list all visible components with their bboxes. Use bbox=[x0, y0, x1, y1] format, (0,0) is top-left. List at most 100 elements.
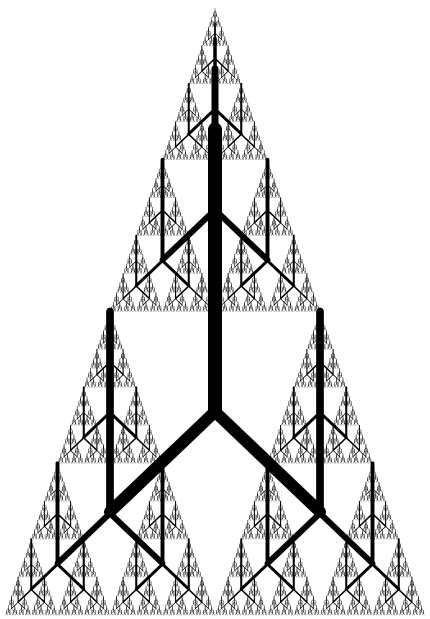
branch-segment bbox=[259, 309, 260, 311]
branch-segment bbox=[187, 309, 188, 311]
branch-segment bbox=[137, 309, 138, 311]
branch-segment bbox=[239, 91, 240, 93]
branch-segment bbox=[249, 262, 250, 264]
branch-segment bbox=[226, 309, 227, 311]
branch-segment bbox=[193, 110, 194, 112]
branch-segment bbox=[79, 413, 80, 415]
branch-segment bbox=[180, 300, 181, 302]
branch-segment bbox=[186, 243, 187, 245]
branch-segment bbox=[262, 233, 263, 235]
branch-segment bbox=[236, 252, 237, 254]
branch-segment bbox=[301, 309, 302, 311]
branch-segment bbox=[299, 252, 300, 254]
branch-segment bbox=[246, 100, 247, 102]
branch-segment bbox=[131, 271, 132, 273]
branch-segment bbox=[275, 290, 276, 292]
branch-segment bbox=[229, 157, 230, 159]
branch-segment bbox=[148, 233, 149, 235]
branch-segment bbox=[207, 63, 208, 65]
branch-segment bbox=[200, 271, 201, 273]
branch-segment bbox=[196, 271, 197, 273]
branch-segment bbox=[312, 290, 313, 292]
branch-segment bbox=[174, 138, 175, 140]
branch-segment bbox=[292, 309, 293, 311]
branch-segment bbox=[206, 300, 207, 302]
branch-segment bbox=[308, 309, 309, 311]
branch-segment bbox=[176, 138, 177, 140]
branch-segment bbox=[219, 72, 220, 74]
branch-segment bbox=[236, 72, 237, 74]
branch-segment bbox=[75, 451, 76, 453]
branch-segment bbox=[124, 309, 125, 311]
branch-segment bbox=[232, 110, 233, 112]
branch-segment bbox=[279, 214, 280, 216]
branch-segment bbox=[222, 309, 223, 311]
branch-segment bbox=[263, 224, 264, 226]
branch-segment bbox=[114, 300, 115, 302]
branch-segment bbox=[161, 309, 162, 311]
branch-segment bbox=[246, 119, 247, 121]
branch-segment bbox=[181, 309, 182, 311]
branch-segment bbox=[258, 300, 259, 302]
branch-segment bbox=[102, 385, 103, 387]
branch-segment bbox=[226, 290, 227, 292]
branch-segment bbox=[249, 224, 250, 226]
branch-segment bbox=[249, 233, 250, 235]
branch-segment bbox=[78, 423, 79, 425]
branch-segment bbox=[115, 385, 116, 387]
branch-segment bbox=[258, 148, 259, 150]
branch-segment bbox=[222, 290, 223, 292]
branch-segment bbox=[131, 309, 132, 311]
branch-segment bbox=[220, 44, 221, 46]
branch-segment bbox=[71, 423, 72, 425]
branch-segment bbox=[278, 205, 279, 207]
branch-segment bbox=[281, 233, 282, 235]
branch-segment bbox=[127, 413, 128, 415]
branch-segment bbox=[171, 224, 172, 226]
branch-segment bbox=[200, 309, 201, 311]
branch-segment bbox=[222, 44, 223, 46]
branch-segment bbox=[128, 385, 129, 387]
branch-segment bbox=[263, 186, 264, 188]
branch-segment bbox=[279, 290, 280, 292]
branch-segment bbox=[285, 262, 286, 264]
branch-segment bbox=[173, 281, 174, 283]
branch-segment bbox=[128, 309, 129, 311]
branch-segment bbox=[240, 157, 241, 159]
branch-segment bbox=[85, 461, 86, 463]
branch-segment bbox=[176, 157, 177, 159]
branch-segment bbox=[232, 148, 233, 150]
branch-segment bbox=[94, 432, 95, 434]
branch-segment bbox=[144, 262, 145, 264]
branch-segment bbox=[229, 82, 230, 84]
branch-segment bbox=[206, 34, 207, 36]
branch-segment bbox=[256, 205, 257, 207]
branch-segment bbox=[117, 290, 118, 292]
branch-segment bbox=[197, 110, 198, 112]
branch-segment bbox=[121, 385, 122, 387]
branch-segment bbox=[95, 461, 96, 463]
branch-segment bbox=[209, 82, 210, 84]
branch-segment bbox=[105, 451, 106, 453]
branch-segment bbox=[82, 461, 83, 463]
branch-segment bbox=[76, 423, 77, 425]
branch-segment bbox=[181, 233, 182, 235]
branch-segment bbox=[134, 243, 135, 245]
branch-segment bbox=[233, 63, 234, 65]
branch-segment bbox=[252, 205, 253, 207]
branch-segment bbox=[176, 290, 177, 292]
branch-segment bbox=[200, 157, 201, 159]
branch-segment bbox=[174, 309, 175, 311]
branch-segment bbox=[213, 15, 214, 17]
branch-segment bbox=[190, 91, 191, 93]
branch-segment bbox=[184, 110, 185, 112]
branch-segment bbox=[263, 148, 264, 150]
branch-segment bbox=[167, 309, 168, 311]
branch-segment bbox=[117, 309, 118, 311]
branch-segment bbox=[177, 129, 178, 131]
branch-segment bbox=[131, 300, 132, 302]
branch-segment bbox=[170, 195, 171, 197]
branch-segment bbox=[174, 214, 175, 216]
branch-segment bbox=[272, 224, 273, 226]
branch-segment bbox=[255, 138, 256, 140]
